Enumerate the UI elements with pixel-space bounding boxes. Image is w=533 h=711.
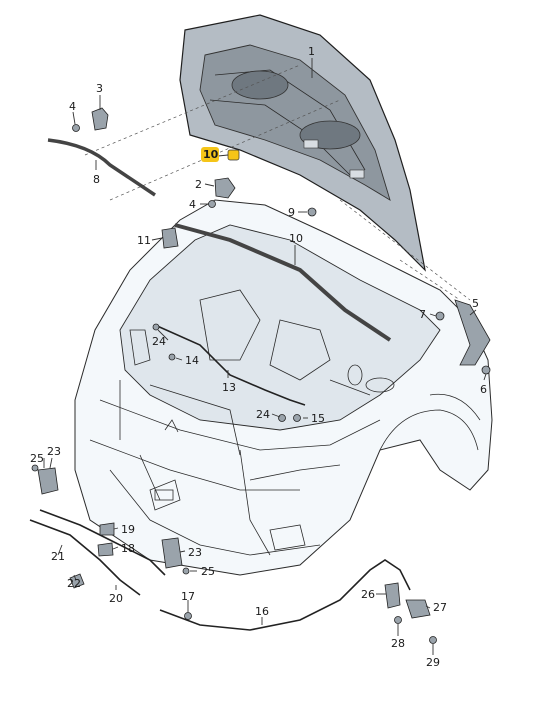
callout-18: 18 (121, 542, 135, 555)
callout-6: 6 (480, 383, 487, 396)
callout-12: 11 (137, 234, 151, 247)
callout-23-right: 23 (188, 546, 202, 559)
callout-11: 10 (289, 232, 303, 245)
bracket-part-12 (161, 227, 179, 249)
bolt-part-6 (481, 365, 491, 375)
nut-part-7 (435, 311, 445, 321)
part-10-stop (227, 149, 240, 161)
callout-3: 3 (96, 82, 103, 95)
hood-front-seal (47, 138, 156, 197)
bulkhead-seal (174, 223, 392, 342)
release-cable-13 (154, 324, 306, 406)
callout-8: 8 (93, 173, 100, 186)
callout-13: 13 (222, 381, 236, 394)
clip-part-15 (293, 414, 301, 422)
callout-5: 5 (472, 297, 479, 310)
callout-24-lower: 24 (256, 408, 270, 421)
callout-23-left: 23 (47, 445, 61, 458)
buffer-part-9 (307, 207, 317, 217)
callout-28: 28 (391, 637, 405, 650)
clip-part-19 (99, 522, 115, 536)
release-cable-20 (29, 519, 141, 596)
leader-lines (43, 58, 487, 655)
callout-4-upper: 4 (69, 100, 76, 113)
callout-1: 1 (308, 45, 315, 58)
callout-2: 2 (195, 178, 202, 191)
callout-17: 17 (181, 590, 195, 603)
lock-part-23-right (161, 537, 183, 569)
hood-panel (179, 14, 426, 272)
callout-10-highlight (201, 147, 219, 162)
callout-20: 20 (109, 592, 123, 605)
callout-27: 27 (433, 601, 447, 614)
release-cable-16 (159, 559, 411, 631)
callout-21: 21 (51, 550, 65, 563)
release-cable-20b (39, 509, 166, 576)
clip-part-24-b (278, 414, 286, 422)
bolt-part-25-right (182, 567, 190, 575)
handle-part-26 (384, 582, 401, 609)
callout-14: 14 (185, 354, 199, 367)
bracket-part-18 (97, 542, 114, 557)
clip-part-22 (69, 573, 85, 589)
callout-26: 26 (361, 588, 375, 601)
hinge-upper-part-3 (91, 107, 109, 131)
callout-22: 22 (67, 577, 81, 590)
callout-29: 29 (426, 656, 440, 669)
clip-part-17 (184, 612, 192, 620)
callout-labels: 1 3 4 8 10 2 4 9 11 10 5 7 6 24 14 13 24… (30, 45, 487, 669)
callout-7: 7 (419, 308, 426, 321)
callout-4-lower: 4 (189, 198, 196, 211)
callout-15: 15 (311, 412, 325, 425)
clip-part-29 (429, 636, 437, 644)
gas-strut-part-5 (454, 299, 491, 366)
bolt-part-25-left (31, 464, 39, 472)
callout-19: 19 (121, 523, 135, 536)
callout-25-left: 25 (30, 452, 44, 465)
clip-part-14 (168, 353, 176, 361)
clip-part-24-a (152, 323, 160, 331)
callout-9: 9 (288, 206, 295, 219)
hinge-lower-part-2 (214, 177, 236, 199)
callout-25-right: 25 (201, 565, 215, 578)
callout-16: 16 (255, 605, 269, 618)
lock-part-23-left (37, 467, 59, 495)
lever-part-27 (405, 599, 431, 619)
bolt-part-4-upper (72, 124, 80, 132)
bolt-part-28 (394, 616, 402, 624)
car-front-body (74, 199, 493, 576)
callout-10: 10 (203, 148, 219, 161)
callout-24-upper: 24 (152, 335, 166, 348)
bolt-part-4-lower (208, 200, 216, 208)
